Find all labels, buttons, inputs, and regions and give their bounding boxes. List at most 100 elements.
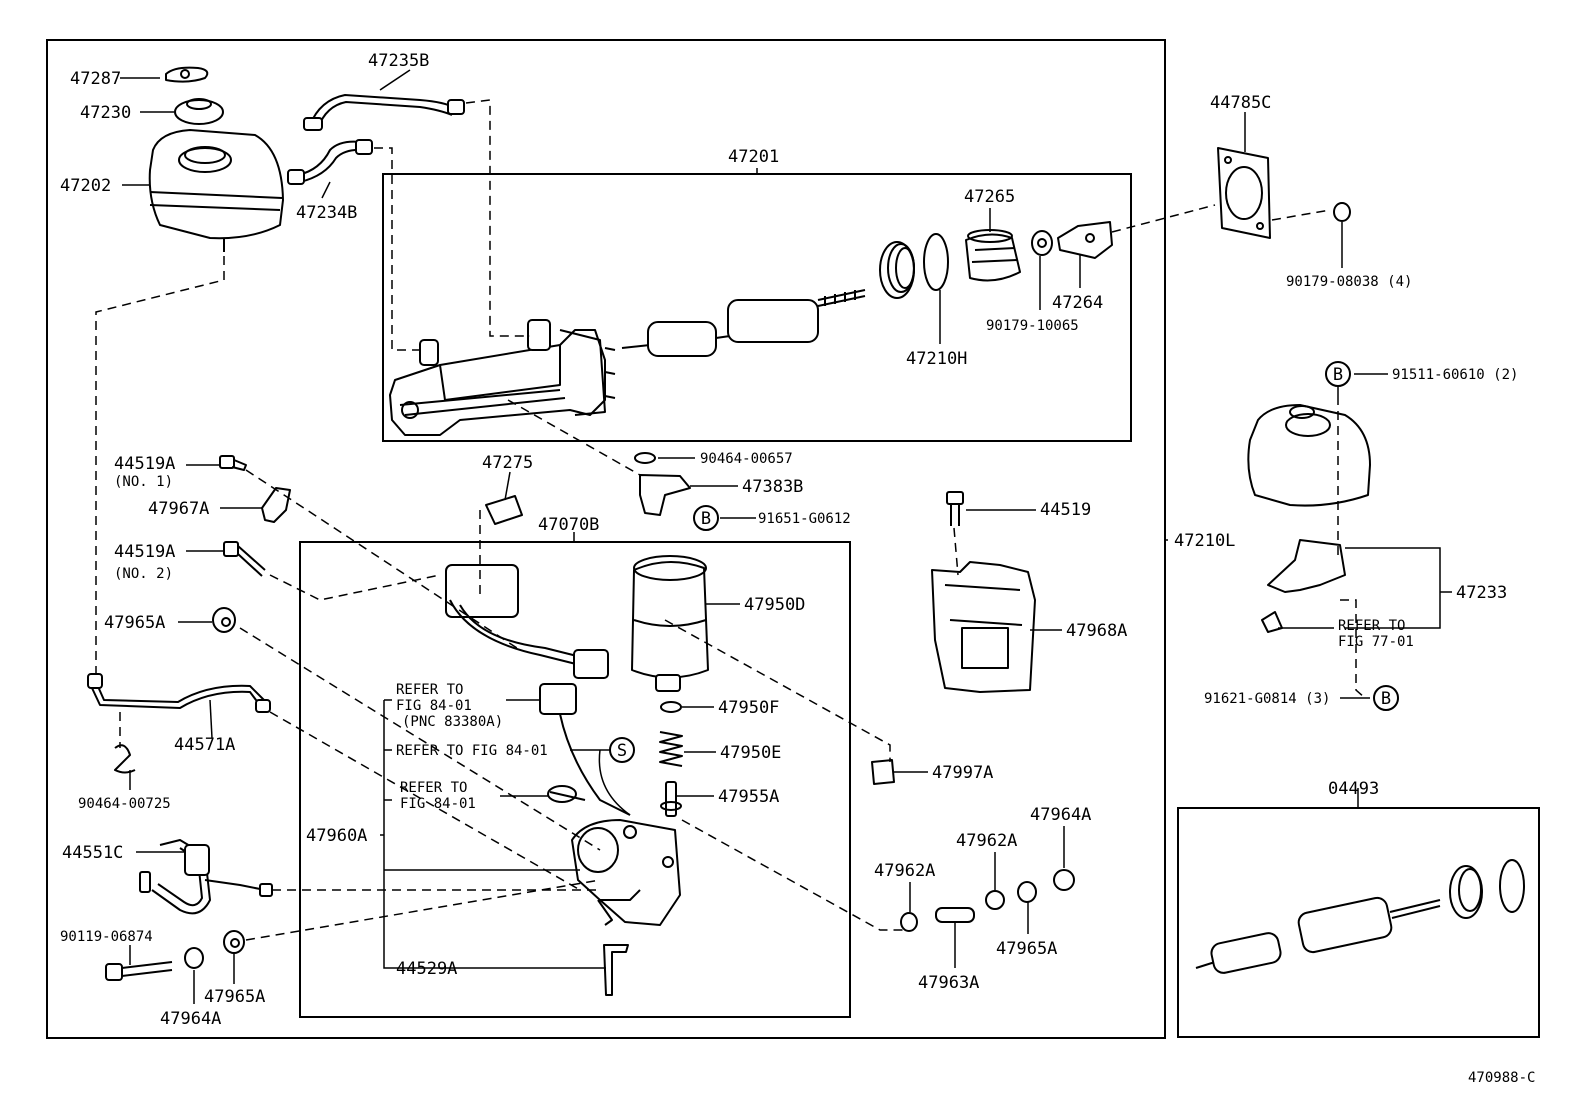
label-47955A: 47955A xyxy=(718,787,779,807)
part-47963A-sleeve[interactable] xyxy=(935,907,975,923)
label-47950D: 47950D xyxy=(744,595,805,615)
label-47997A: 47997A xyxy=(932,763,993,783)
label-90464-00657: 90464-00657 xyxy=(700,451,793,467)
part-47264-bracket[interactable] xyxy=(1057,221,1113,259)
label-44519A-no2-note: (NO. 2) xyxy=(114,566,173,582)
part-47383B-bracket[interactable] xyxy=(639,474,691,516)
part-pump-connector[interactable] xyxy=(445,564,631,816)
label-47962A-2: 47962A xyxy=(956,831,1017,851)
ref-fig-77-01-line2: FIG 77-01 xyxy=(1338,634,1414,650)
part-04493-kit[interactable] xyxy=(1195,859,1525,975)
part-47275-bracket[interactable] xyxy=(485,495,523,525)
marker-b-3: B xyxy=(1373,685,1399,711)
label-47967A: 47967A xyxy=(148,499,209,519)
part-47287-gasket[interactable] xyxy=(165,66,209,83)
dashed-connections xyxy=(95,99,1366,941)
label-47070B: 47070B xyxy=(538,515,599,535)
label-44519A-no1: 44519A xyxy=(114,454,175,474)
part-47997A-pad[interactable] xyxy=(871,759,895,785)
label-47265: 47265 xyxy=(964,187,1015,207)
ref-fig-77-01-line1: REFER TO xyxy=(1338,618,1405,634)
part-90179-10065-nut[interactable] xyxy=(1031,230,1053,256)
svg-text:B: B xyxy=(1381,689,1391,709)
label-44785C: 44785C xyxy=(1210,93,1271,113)
label-47960A: 47960A xyxy=(306,826,367,846)
part-47968A-bracket[interactable] xyxy=(931,561,1036,693)
part-47955A-pin[interactable] xyxy=(660,781,682,817)
part-47201-master-cylinder[interactable] xyxy=(389,319,616,436)
part-47962A-bushing-2[interactable] xyxy=(985,890,1005,910)
label-47950F: 47950F xyxy=(718,698,779,718)
label-47287: 47287 xyxy=(70,69,121,89)
label-47210L: 47210L xyxy=(1174,531,1235,551)
part-47960A-pump-body[interactable] xyxy=(571,819,681,926)
label-90179-08038: 90179-08038 (4) xyxy=(1286,274,1412,290)
ref-fig-84-01b-line2: FIG 84-01 xyxy=(400,796,476,812)
part-47210L-reservoir[interactable] xyxy=(1247,404,1371,507)
label-47963A: 47963A xyxy=(918,973,979,993)
part-90179-08038-nut[interactable] xyxy=(1333,202,1351,222)
label-47965A-1: 47965A xyxy=(104,613,165,633)
part-47233-bracket[interactable] xyxy=(1261,539,1346,633)
label-47968A: 47968A xyxy=(1066,621,1127,641)
label-47965A-3: 47965A xyxy=(204,987,265,1007)
part-44551C-tube[interactable] xyxy=(139,839,273,915)
assembly-47070B-frame xyxy=(299,541,851,1018)
label-47383B: 47383B xyxy=(742,477,803,497)
part-47950D-motor[interactable] xyxy=(631,555,709,692)
drawing-number: 470988-C xyxy=(1468,1070,1535,1086)
svg-text:S: S xyxy=(617,741,627,761)
label-47962A-1: 47962A xyxy=(874,861,935,881)
part-44519-bolt[interactable] xyxy=(946,491,964,526)
outer-frame xyxy=(46,39,1166,1039)
label-47202: 47202 xyxy=(60,176,111,196)
part-47210H-snap-ring[interactable] xyxy=(923,233,949,291)
label-04493: 04493 xyxy=(1328,779,1379,799)
label-47210H: 47210H xyxy=(906,349,967,369)
part-47965A-bushing-3[interactable] xyxy=(1017,881,1037,903)
label-90464-00725: 90464-00725 xyxy=(78,796,171,812)
part-44519A-no1-bolt[interactable] xyxy=(219,455,247,471)
svg-text:B: B xyxy=(701,509,711,529)
svg-text:B: B xyxy=(1333,365,1343,385)
part-47964A-bushing[interactable] xyxy=(184,947,204,969)
ref-pnc-line3: (PNC 83380A) xyxy=(402,714,503,730)
part-47234B-hose[interactable] xyxy=(287,139,373,185)
label-47235B: 47235B xyxy=(368,51,429,71)
part-47964A-bushing-2[interactable] xyxy=(1053,869,1075,891)
part-90119-06874-bolt[interactable] xyxy=(105,961,173,981)
label-90179-10065: 90179-10065 xyxy=(986,318,1079,334)
label-47965A-2: 47965A xyxy=(996,939,1057,959)
part-44519A-no2-bolt[interactable] xyxy=(223,541,266,577)
ref-pnc-line2: FIG 84-01 xyxy=(396,698,472,714)
part-44785C-gasket[interactable] xyxy=(1217,147,1271,239)
label-44551C: 44551C xyxy=(62,843,123,863)
part-47967A-bracket[interactable] xyxy=(261,487,291,523)
part-clamp[interactable] xyxy=(547,785,586,803)
label-47230: 47230 xyxy=(80,103,131,123)
part-44529A-bracket[interactable] xyxy=(603,944,629,996)
ref-pnc-line1: REFER TO xyxy=(396,682,463,698)
label-90119-06874: 90119-06874 xyxy=(60,929,153,945)
label-47264: 47264 xyxy=(1052,293,1103,313)
label-47275: 47275 xyxy=(482,453,533,473)
part-47202-reservoir[interactable] xyxy=(148,129,284,252)
label-44519: 44519 xyxy=(1040,500,1091,520)
part-44571A-tube[interactable] xyxy=(87,673,271,713)
part-47965A-bushing-2[interactable] xyxy=(223,930,245,954)
part-47265-boot[interactable] xyxy=(965,229,1021,282)
marker-b-2: B xyxy=(693,505,719,531)
part-47235B-hose[interactable] xyxy=(303,94,465,131)
part-90464-00725-clip[interactable] xyxy=(114,744,136,774)
part-47965A-bushing[interactable] xyxy=(212,607,236,633)
part-47950F-o-ring[interactable] xyxy=(660,701,682,713)
label-44519A-no1-note: (NO. 1) xyxy=(114,474,173,490)
part-90464-00657-clip[interactable] xyxy=(634,452,656,464)
label-91651-G0612: 91651-G0612 xyxy=(758,511,851,527)
part-47230-cap[interactable] xyxy=(174,98,224,125)
part-47950E-spring[interactable] xyxy=(659,731,683,767)
part-47962A-bushing[interactable] xyxy=(900,912,918,932)
part-piston-assembly[interactable] xyxy=(621,289,866,357)
label-44571A: 44571A xyxy=(174,735,235,755)
part-spring[interactable] xyxy=(879,241,915,299)
